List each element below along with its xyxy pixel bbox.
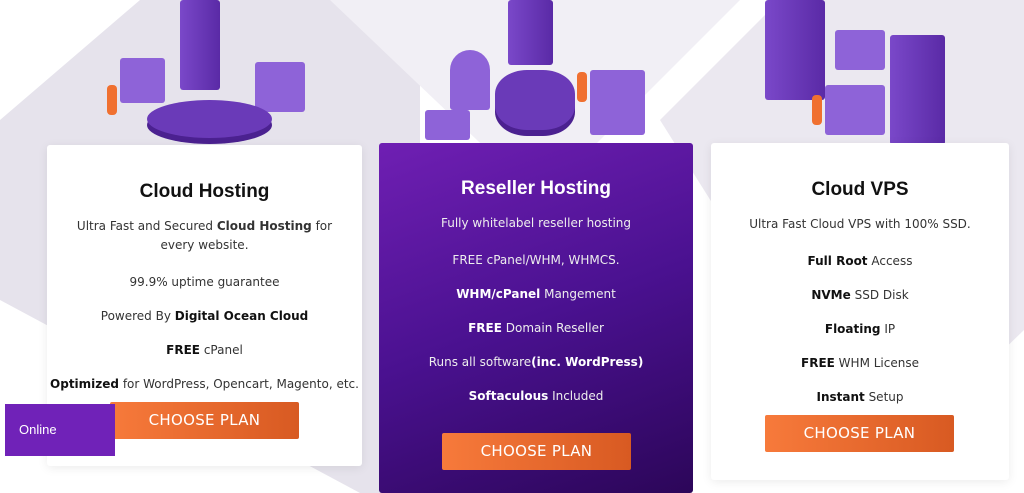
feature-item: WHM/cPanel Mangement xyxy=(379,277,693,311)
text: Domain Reseller xyxy=(501,321,604,335)
text: Mangement xyxy=(540,287,616,301)
text: cPanel xyxy=(200,343,243,357)
plan-card-cloud-vps: Cloud VPS Ultra Fast Cloud VPS with 100% … xyxy=(711,143,1009,480)
bold-text: Floating xyxy=(824,322,881,336)
text: Included xyxy=(548,389,604,403)
feature-item: FREE cPanel/WHM, WHMCS. xyxy=(379,243,693,277)
chat-status-button[interactable]: Online xyxy=(5,404,115,456)
feature-item: 99.9% uptime guarantee xyxy=(47,265,362,299)
feature-item: Floating IP xyxy=(711,312,1009,346)
plan-title: Reseller Hosting xyxy=(461,178,611,199)
feature-item: Optimized for WordPress, Opencart, Magen… xyxy=(47,367,362,401)
text: FREE cPanel/WHM, WHMCS. xyxy=(452,253,620,267)
text: Access xyxy=(867,254,913,268)
bold-text: Optimized xyxy=(50,377,120,391)
choose-plan-button[interactable]: CHOOSE PLAN xyxy=(442,433,631,470)
text: Setup xyxy=(864,390,904,404)
plan-description: Fully whitelabel reseller hosting xyxy=(399,214,673,233)
text: 99.9% uptime guarantee xyxy=(129,275,280,289)
text: for WordPress, Opencart, Magento, etc. xyxy=(119,377,359,391)
bold-text: FREE xyxy=(468,321,502,335)
bold-text: (inc. WordPress) xyxy=(531,355,644,369)
plan-description: Ultra Fast Cloud VPS with 100% SSD. xyxy=(731,215,989,234)
text: SSD Disk xyxy=(850,288,909,302)
plan-description: Ultra Fast and Secured Cloud Hosting for… xyxy=(67,217,342,255)
cloud-hosting-illustration xyxy=(95,0,325,160)
bold-text: WHM/cPanel xyxy=(456,287,541,301)
cloud-vps-illustration xyxy=(760,0,980,150)
feature-item: Runs all software(inc. WordPress) xyxy=(379,345,693,379)
feature-item: NVMe SSD Disk xyxy=(711,278,1009,312)
plan-title: Cloud VPS xyxy=(811,179,909,200)
bold-text: NVMe xyxy=(811,288,851,302)
feature-item: Powered By Digital Ocean Cloud xyxy=(47,299,362,333)
text: Powered By xyxy=(100,309,175,323)
feature-item: Full Root Access xyxy=(711,244,1009,278)
feature-item: Softaculous Included xyxy=(379,379,693,413)
text: for every website. xyxy=(160,219,333,252)
reseller-hosting-illustration xyxy=(420,0,660,145)
bold-text: Cloud Hosting xyxy=(216,219,312,233)
text: WHM License xyxy=(834,356,919,370)
bold-text: Digital Ocean Cloud xyxy=(174,309,309,323)
bold-text: Softaculous xyxy=(468,389,549,403)
feature-item: FREE Domain Reseller xyxy=(379,311,693,345)
bold-text: Instant xyxy=(816,390,865,404)
text: Runs all software xyxy=(428,355,532,369)
feature-item: Instant Setup xyxy=(711,380,1009,414)
choose-plan-button[interactable]: CHOOSE PLAN xyxy=(110,402,299,439)
text: Ultra Fast and Secured xyxy=(76,219,217,233)
text: Ultra Fast Cloud VPS with 100% SSD. xyxy=(749,217,971,231)
feature-item: FREE cPanel xyxy=(47,333,362,367)
text: Fully whitelabel reseller hosting xyxy=(440,216,632,230)
bold-text: FREE xyxy=(166,343,201,357)
text: IP xyxy=(880,322,896,336)
plan-title: Cloud Hosting xyxy=(139,181,270,202)
bold-text: FREE xyxy=(801,356,835,370)
feature-item: FREE WHM License xyxy=(711,346,1009,380)
choose-plan-button[interactable]: CHOOSE PLAN xyxy=(765,415,954,452)
bold-text: Full Root xyxy=(807,254,868,268)
feature-list: FREE cPanel/WHM, WHMCS. WHM/cPanel Mangem… xyxy=(379,243,693,413)
